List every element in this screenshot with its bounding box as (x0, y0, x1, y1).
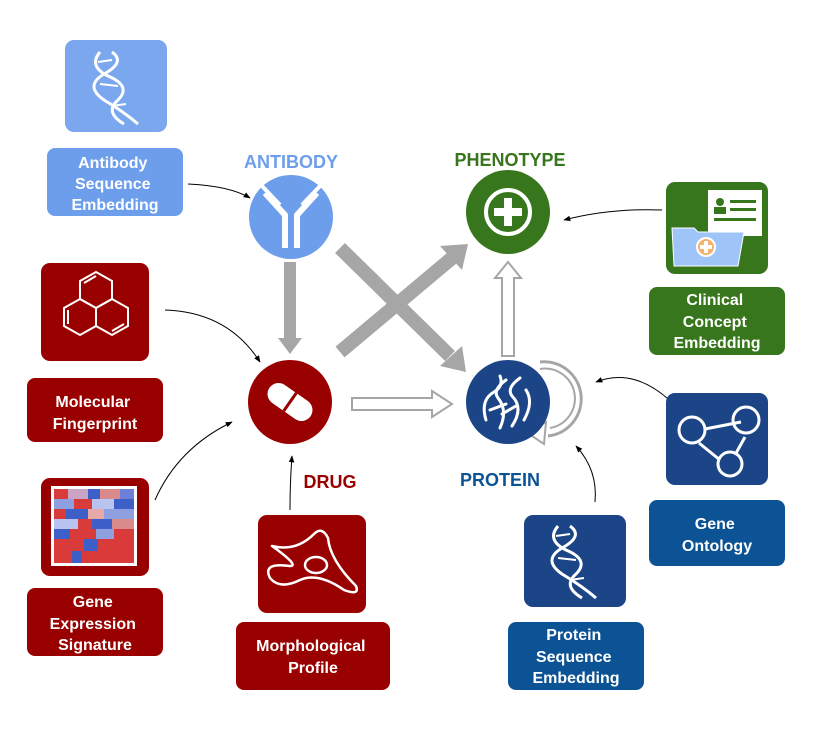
gene-expression-label: Gene Expression Signature (50, 594, 141, 654)
dna-icon (92, 50, 139, 126)
medical-cross-icon (484, 188, 532, 236)
antibody-sequence-label-box (47, 148, 183, 216)
clinical-concept-label: Clinical Concept Embedding (673, 292, 760, 352)
connector-gene-expression (154, 421, 233, 501)
protein-sequence-icon-box (524, 515, 626, 607)
embedding-gene-expression: Gene Expression Signature (27, 478, 163, 656)
embedding-antibody-sequence: Antibody Sequence Embedding (47, 40, 183, 216)
phenotype-node: PHENOTYPE (454, 150, 566, 254)
antibody-sequence-label: Antibody Sequence Embedding (71, 155, 158, 214)
antibody-icon (260, 184, 322, 248)
drug-label: DRUG (304, 472, 357, 492)
phenotype-label: PHENOTYPE (454, 150, 565, 170)
connector-morphological-profile (288, 455, 295, 511)
connector-gene-ontology (595, 377, 668, 399)
medical-record-icon (671, 190, 762, 267)
arrow-drug-to-protein (351, 389, 454, 419)
gene-ontology-label: Gene Ontology (682, 516, 752, 555)
morphological-profile-label: Morphological Profile (256, 638, 370, 677)
antibody-node: ANTIBODY (244, 152, 338, 259)
morphological-profile-label-box (236, 622, 390, 690)
embedding-molecular-fingerprint: Molecular Fingerprint (27, 263, 163, 442)
connector-molecular-fingerprint (164, 309, 261, 363)
drug-node: DRUG (248, 360, 357, 492)
protein-sequence-label: Protein Sequence Embedding (532, 627, 619, 687)
embedding-gene-ontology: Gene Ontology (649, 393, 785, 566)
embedding-morphological-profile: Morphological Profile (236, 515, 390, 690)
connector-protein-sequence (575, 445, 596, 503)
embedding-clinical-concept: Clinical Concept Embedding (649, 182, 785, 355)
connector-antibody-sequence (187, 183, 251, 199)
protein-sequence-label-box (508, 622, 644, 690)
cell-icon (267, 529, 358, 594)
protein-circle (466, 360, 550, 444)
protein-structure-icon (482, 374, 531, 430)
gene-ontology-label-box (649, 500, 785, 566)
arrow-protein-to-phenotype (492, 260, 524, 357)
protein-node: PROTEIN (460, 360, 550, 490)
pill-icon (267, 382, 313, 422)
embedding-protein-sequence: Protein Sequence Embedding (508, 515, 644, 690)
molecular-fingerprint-label-box (27, 378, 163, 442)
gene-expression-label-box (27, 588, 163, 656)
protein-label: PROTEIN (460, 470, 540, 490)
dna-icon (550, 524, 597, 600)
graph-icon (677, 405, 761, 478)
antibody-label: ANTIBODY (244, 152, 338, 172)
connector-clinical-concept (563, 209, 663, 222)
molecular-fingerprint-label: Molecular Fingerprint (53, 394, 138, 433)
arrow-antibody-to-protein (335, 243, 466, 372)
clinical-concept-label-box (649, 287, 785, 355)
heatmap-icon (51, 486, 137, 566)
molecule-icon (63, 270, 129, 337)
embedding-connectors (154, 183, 668, 511)
morphological-profile-icon-box (258, 515, 366, 613)
arrow-antibody-to-drug (278, 262, 302, 354)
